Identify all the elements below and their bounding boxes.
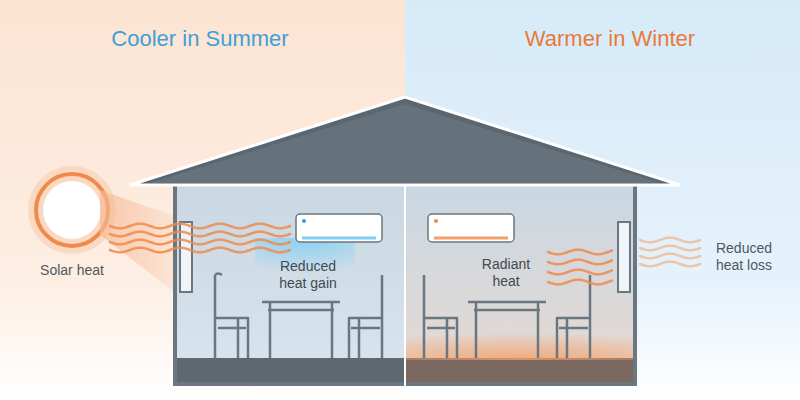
label-slot: Cooler in Summer bbox=[70, 26, 330, 52]
summer-air-conditioner bbox=[296, 214, 382, 242]
heat-waves bbox=[110, 224, 700, 285]
season-heading: Warmer in Winter bbox=[480, 26, 740, 52]
heat-wave bbox=[548, 260, 612, 265]
winter-window bbox=[618, 222, 630, 292]
summer-floor bbox=[177, 358, 405, 382]
heat-wave bbox=[110, 224, 290, 229]
heat-wave bbox=[548, 280, 612, 285]
heat-wave bbox=[110, 240, 290, 245]
heat-wave bbox=[548, 250, 612, 255]
roof-face bbox=[150, 104, 660, 183]
summer-room bbox=[177, 182, 405, 382]
label-slot: Radiant heat bbox=[475, 256, 537, 290]
heat-wave bbox=[640, 262, 700, 267]
heat-wave bbox=[110, 232, 290, 237]
label-slot: Reduced heat gain bbox=[269, 258, 347, 292]
heat-wave bbox=[640, 246, 700, 251]
heat-label: Reduced heat loss bbox=[705, 240, 783, 274]
summer-ground bbox=[0, 0, 405, 400]
season-heading: Cooler in Summer bbox=[70, 26, 330, 52]
heat-label: Radiant heat bbox=[475, 256, 537, 290]
winter-room bbox=[405, 182, 633, 382]
sun-beam bbox=[100, 190, 185, 300]
label-slot: Reduced heat loss bbox=[705, 240, 783, 274]
winter-air-conditioner bbox=[428, 214, 514, 242]
heat-wave bbox=[110, 248, 290, 253]
heat-wave bbox=[640, 254, 700, 259]
label-slot: Solar heat bbox=[27, 262, 117, 279]
heat-wave bbox=[548, 270, 612, 275]
warm-floor-glow bbox=[405, 330, 633, 360]
heat-wave bbox=[640, 238, 700, 243]
winter-floor bbox=[405, 358, 633, 382]
roof bbox=[130, 97, 680, 185]
heat-label: Solar heat bbox=[27, 262, 117, 279]
winter-ground bbox=[405, 0, 800, 400]
label-slot: Warmer in Winter bbox=[480, 26, 740, 52]
heat-label: Reduced heat gain bbox=[269, 258, 347, 292]
